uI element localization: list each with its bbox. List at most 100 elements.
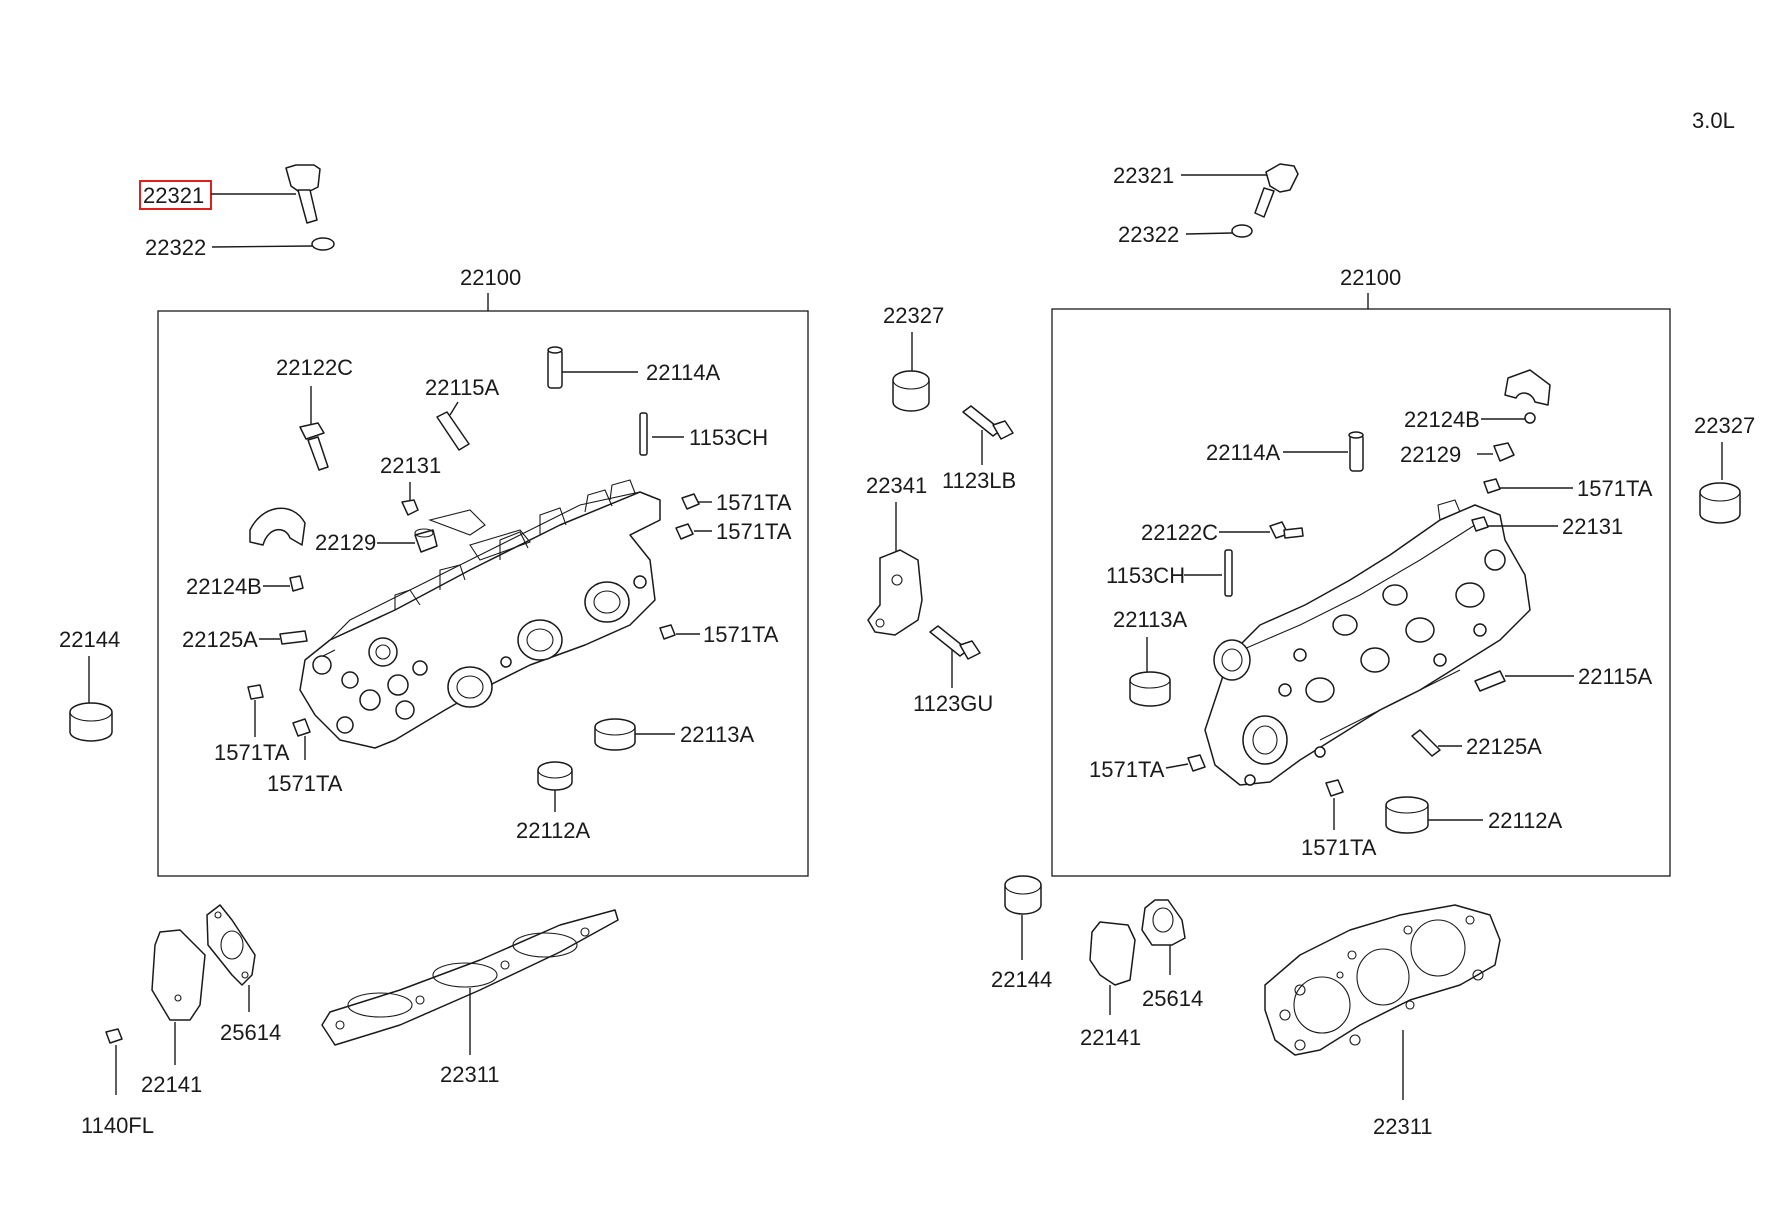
callout-1571ta-right-a[interactable]: 1571TA (1577, 476, 1653, 501)
callout-22322-left[interactable]: 22322 (145, 235, 206, 260)
bolt-1123gu[interactable] (929, 625, 981, 660)
callout-25614-left[interactable]: 25614 (220, 1020, 281, 1045)
callout-22129-right[interactable]: 22129 (1400, 442, 1461, 467)
callout-22125a-right[interactable]: 22125A (1466, 734, 1542, 759)
head-gasket-22311-right[interactable] (1264, 904, 1501, 1056)
head-gasket-22311-left[interactable] (321, 909, 619, 1046)
callout-1571ta-left-d[interactable]: 1571TA (214, 740, 290, 765)
seal-22113a-left[interactable] (594, 718, 636, 751)
cap-1571ta-left-c[interactable] (659, 624, 676, 640)
callout-1571ta-left-e[interactable]: 1571TA (267, 771, 343, 796)
callout-1571ta-right-c[interactable]: 1571TA (1301, 835, 1377, 860)
pin-1153ch-right[interactable] (1224, 549, 1233, 597)
callout-1123gu[interactable]: 1123GU (913, 691, 993, 716)
cap-1571ta-left-a[interactable] (681, 493, 700, 510)
callout-22144-right[interactable]: 22144 (991, 967, 1052, 992)
callout-25614-right[interactable]: 25614 (1142, 986, 1203, 1011)
bracket-22341[interactable] (867, 549, 923, 636)
washer-left[interactable] (311, 237, 335, 251)
plug-22144-right[interactable] (1004, 875, 1042, 915)
callout-22112a-left[interactable]: 22112A (516, 818, 591, 843)
assembly-label-right[interactable]: 22100 (1340, 265, 1401, 290)
guide-22114a-right[interactable] (1348, 431, 1364, 472)
gasket-25614-left[interactable] (206, 904, 256, 986)
washer-right[interactable] (1231, 224, 1253, 238)
cap-1571ta-left-d[interactable] (247, 684, 264, 700)
cover-22141-left[interactable] (151, 929, 206, 1021)
cylinder-head-right[interactable] (1204, 499, 1531, 786)
callout-22122c-left[interactable]: 22122C (276, 355, 353, 380)
assembly-box-left (157, 310, 809, 877)
callout-22129-left[interactable]: 22129 (315, 530, 376, 555)
callout-22113a-right[interactable]: 22113A (1113, 607, 1188, 632)
callout-22124b-right[interactable]: 22124B (1404, 407, 1480, 432)
guide-22114a-left[interactable] (547, 346, 563, 389)
callout-22114a-right[interactable]: 22114A (1206, 440, 1281, 465)
callout-22327-right[interactable]: 22327 (1694, 413, 1755, 438)
seal-22112a-left[interactable] (537, 761, 573, 791)
bearing-cap-left[interactable] (249, 507, 306, 546)
cap-22129-left[interactable] (414, 528, 438, 553)
callout-22341[interactable]: 22341 (866, 473, 927, 498)
cap-1571ta-left-e[interactable] (292, 718, 311, 737)
callout-22112a-right[interactable]: 22112A (1488, 808, 1563, 833)
callout-22141-left[interactable]: 22141 (141, 1072, 202, 1097)
callout-22125a-left[interactable]: 22125A (182, 627, 258, 652)
cover-22141-right[interactable] (1089, 921, 1136, 986)
callout-22321-right[interactable]: 22321 (1113, 163, 1174, 188)
bolt-1140fl[interactable] (105, 1028, 123, 1044)
callout-22321-left[interactable]: 22321 (143, 183, 204, 208)
callout-1571ta-left-a[interactable]: 1571TA (716, 490, 792, 515)
callout-22131-left[interactable]: 22131 (380, 453, 441, 478)
callout-22311-left[interactable]: 22311 (440, 1062, 500, 1087)
bolt-22122c-left[interactable] (299, 422, 329, 471)
head-bolt-right[interactable] (1254, 163, 1299, 218)
callout-1571ta-right-b[interactable]: 1571TA (1089, 757, 1165, 782)
cap-22129-right[interactable] (1493, 442, 1515, 462)
callout-22144-left[interactable]: 22144 (59, 627, 120, 652)
cap-1571ta-right-b[interactable] (1187, 754, 1206, 772)
callout-22115a-right[interactable]: 22115A (1578, 664, 1653, 689)
callout-22113a-left[interactable]: 22113A (680, 722, 755, 747)
assembly-label-left[interactable]: 22100 (460, 265, 521, 290)
seal-22327-center[interactable] (892, 370, 930, 412)
seal-22112a-right[interactable] (1385, 796, 1429, 834)
callout-1571ta-left-c[interactable]: 1571TA (703, 622, 779, 647)
bolt-1123lb[interactable] (962, 405, 1014, 440)
cap-1571ta-left-b[interactable] (675, 523, 694, 540)
callout-1123lb[interactable]: 1123LB (942, 468, 1016, 493)
pin-1153ch-left[interactable] (639, 412, 648, 456)
cap-1571ta-right-c[interactable] (1325, 779, 1344, 797)
seal-22113a-right[interactable] (1129, 671, 1171, 707)
callout-22115a-left[interactable]: 22115A (425, 375, 500, 400)
callout-22141-right[interactable]: 22141 (1080, 1025, 1141, 1050)
seal-22327-right[interactable] (1699, 482, 1741, 524)
callout-22124b-left[interactable]: 22124B (186, 574, 262, 599)
gasket-25614-right[interactable] (1141, 899, 1186, 946)
bearing-cap-right[interactable] (1504, 369, 1551, 406)
plug-22131-left[interactable] (401, 499, 419, 516)
bolt-22122c-right[interactable] (1269, 521, 1304, 539)
callout-22131-right[interactable]: 22131 (1562, 514, 1623, 539)
dowel-22125a-right[interactable] (1411, 729, 1441, 757)
cap-1571ta-right-a[interactable] (1483, 478, 1501, 494)
bearing-22124b-right[interactable] (1524, 412, 1536, 424)
callout-1140fl[interactable]: 1140FL (81, 1113, 154, 1138)
plug-22144-left[interactable] (69, 702, 113, 742)
callout-1571ta-left-b[interactable]: 1571TA (716, 519, 792, 544)
guide-22115a-left[interactable] (436, 411, 470, 451)
callout-22122c-right[interactable]: 22122C (1141, 520, 1218, 545)
guide-22115a-right[interactable] (1474, 670, 1506, 692)
callout-1153ch-left[interactable]: 1153CH (689, 425, 768, 450)
plug-22131-right[interactable] (1471, 516, 1489, 532)
head-bolt-left[interactable] (285, 164, 321, 224)
callout-1153ch-right[interactable]: 1153CH (1106, 563, 1185, 588)
bearing-22124b-left[interactable] (289, 575, 304, 592)
cylinder-head-left[interactable] (299, 479, 661, 749)
callout-22114a-left[interactable]: 22114A (646, 360, 721, 385)
callout-22322-right[interactable]: 22322 (1118, 222, 1179, 247)
callout-22327-center[interactable]: 22327 (883, 303, 944, 328)
callout-22311-right[interactable]: 22311 (1373, 1114, 1433, 1139)
dowel-22125a-left[interactable] (279, 630, 308, 645)
